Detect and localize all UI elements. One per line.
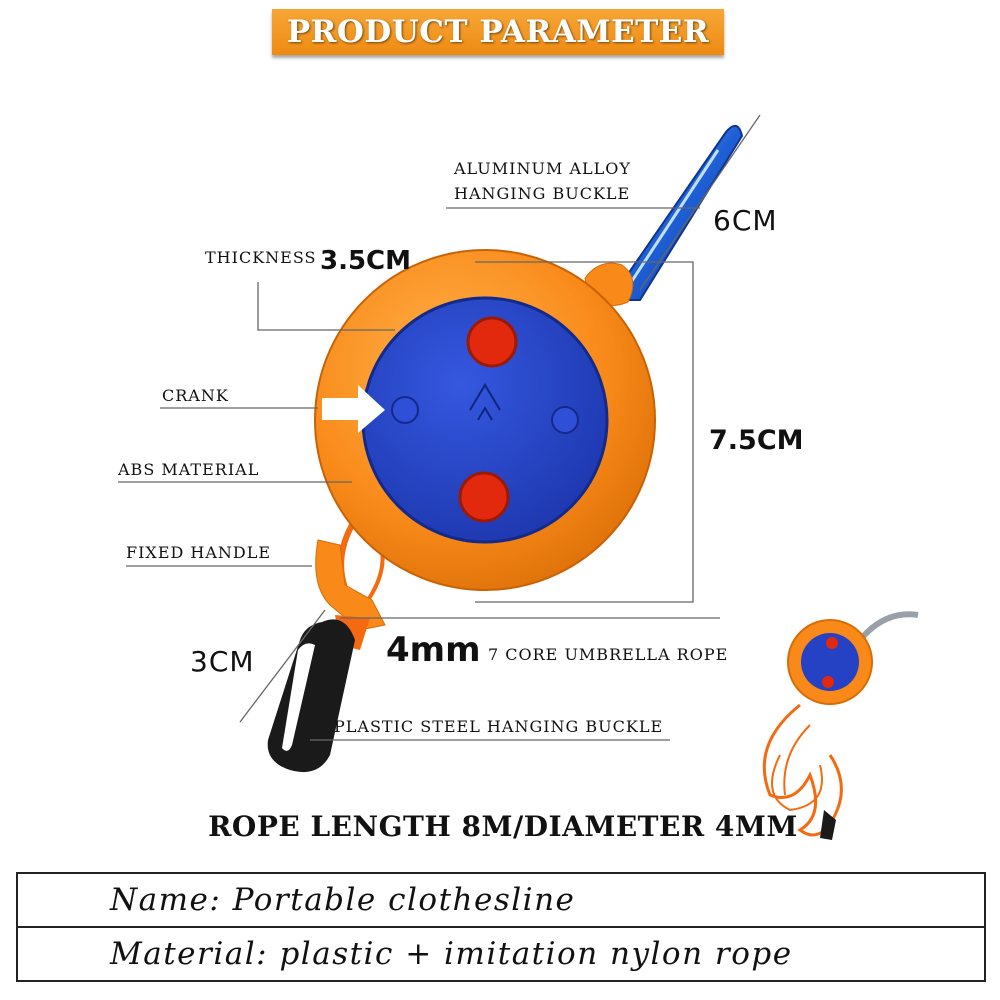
rope-spec: ROPE LENGTH 8M/DIAMETER 4MM: [208, 810, 798, 843]
rope-core-label: 7 CORE UMBRELLA ROPE: [488, 645, 729, 664]
thickness-label: THICKNESS: [205, 248, 317, 267]
product-parameter-banner: PRODUCT PARAMETER: [272, 9, 724, 55]
inset-product-photo: [762, 611, 919, 840]
buckle-length-dimension: 6CM: [713, 204, 778, 237]
info-table: Name: Portable clothesline Material: pla…: [16, 872, 986, 982]
fixed-handle-label: FIXED HANDLE: [126, 543, 272, 562]
rope-thickness-dimension: 4mm: [386, 630, 481, 670]
name-row: Name: Portable clothesline: [110, 882, 576, 918]
material-row: Material: plastic + imitation nylon rope: [18, 926, 984, 980]
aluminum-label-line2: HANGING BUCKLE: [454, 184, 631, 203]
aluminum-carabiner: [608, 125, 744, 301]
height-dimension: 7.5CM: [709, 425, 804, 456]
hook-length-dimension: 3CM: [190, 645, 255, 678]
thickness-value: 3.5CM: [320, 246, 412, 276]
plastic-buckle-label: PLASTIC STEEL HANGING BUCKLE: [334, 717, 664, 736]
aluminum-label-line1: ALUMINUM ALLOY: [454, 159, 631, 178]
fixed-handle: [315, 539, 386, 631]
leader-lines: [118, 114, 761, 741]
crank-arrow: [322, 385, 385, 433]
abs-material-label: ABS MATERIAL: [118, 460, 260, 479]
plastic-steel-hook: [267, 615, 370, 773]
product-illustration: [118, 114, 761, 773]
crank-label: CRANK: [162, 386, 229, 405]
banner-title: PRODUCT PARAMETER: [286, 14, 710, 50]
